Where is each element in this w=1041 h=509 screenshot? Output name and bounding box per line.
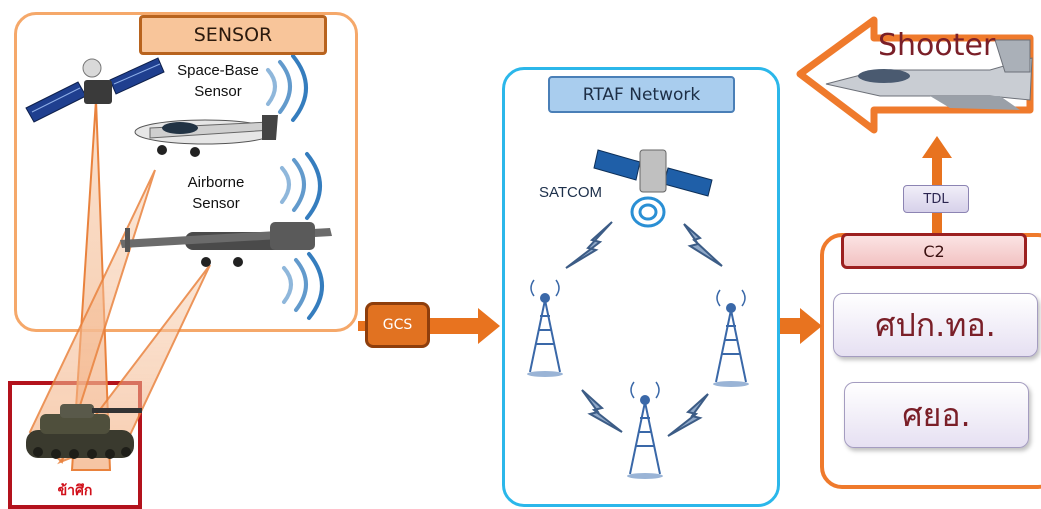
shooter-label: Shooter [878, 28, 996, 63]
gcs-node: GCS [365, 302, 430, 348]
airplane-icon [134, 115, 278, 157]
satellite-icon [25, 57, 165, 123]
target-label: ข้าศึก [57, 482, 93, 498]
tank-icon [26, 404, 142, 459]
sensor-title: SENSOR [139, 15, 327, 55]
satcom-label: SATCOM [539, 184, 603, 201]
signal-waves [266, 54, 324, 320]
airborne-sensor-label: Airborne Sensor [187, 174, 245, 212]
flow-arrows [358, 308, 822, 344]
c2-unit-2: ศยอ. [844, 382, 1029, 448]
fighter-jet-icon [825, 39, 1033, 110]
c2-unit-1: ศปก.ทอ. [833, 293, 1038, 357]
satcom-satellite-icon [593, 149, 713, 228]
space-sensor-label: Space-Base Sensor [177, 62, 259, 100]
uav-icon [120, 222, 332, 267]
c2-title: C2 [841, 233, 1027, 269]
rtaf-network-title: RTAF Network [548, 76, 735, 113]
radio-link-icons [565, 221, 723, 437]
tdl-label: TDL [903, 185, 969, 213]
tdl-arrow [922, 136, 952, 234]
radio-tower-icons [527, 279, 749, 479]
sensor-panel [14, 12, 358, 332]
